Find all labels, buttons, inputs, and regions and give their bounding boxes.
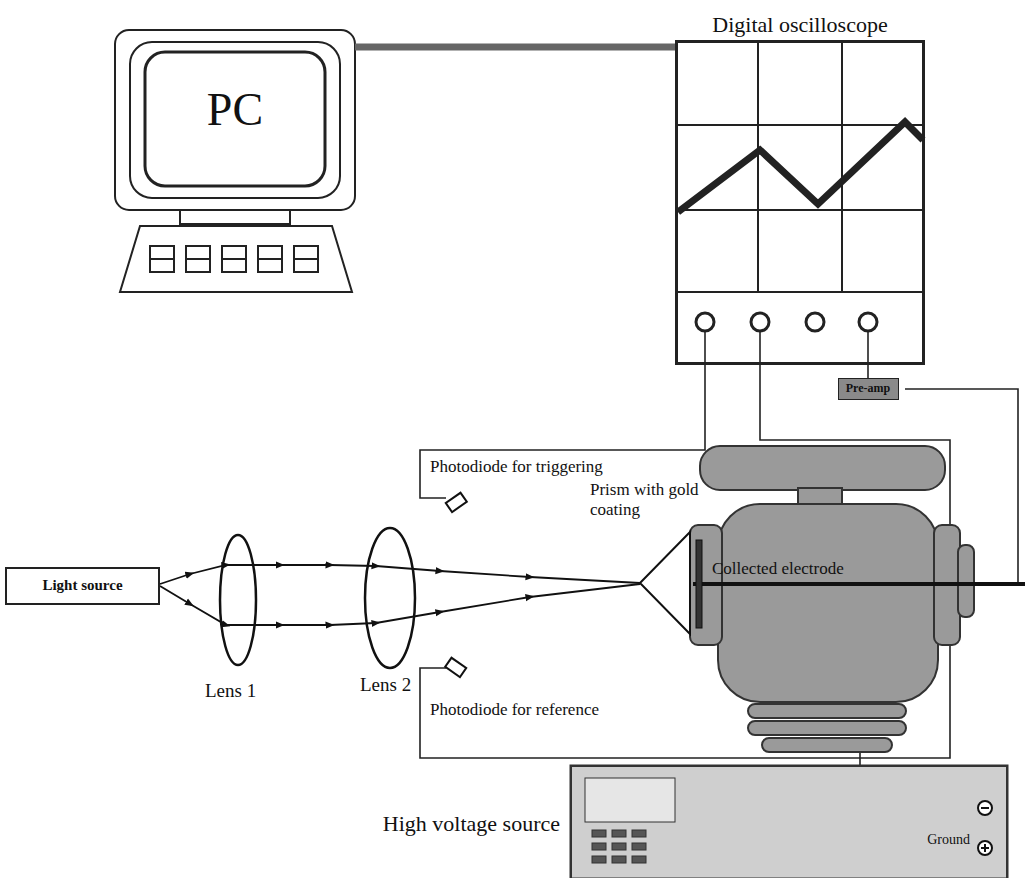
pc-keyboard (120, 226, 352, 292)
light-beam (160, 565, 640, 625)
preamp-box: Pre-amp (838, 378, 899, 400)
scope-channel (696, 313, 877, 331)
scope-waveform (678, 122, 923, 212)
hv-terminal (981, 807, 989, 809)
lens (220, 528, 415, 668)
signal-wire (420, 331, 1018, 808)
hv-source-body (592, 830, 606, 837)
photodiode (446, 493, 467, 512)
pc-monitor (130, 42, 340, 198)
vacuum-chamber (762, 738, 892, 752)
hv-source-body (570, 765, 1008, 878)
signal-wire (867, 331, 869, 365)
hv-terminal (978, 801, 992, 855)
pc-monitor (115, 30, 355, 224)
hv-source-body (632, 843, 646, 850)
pc-screen: PC (115, 30, 355, 210)
pc-monitor (180, 210, 290, 224)
lens-label: Lens 2 (360, 674, 411, 697)
electrode-label: Collected electrode (712, 559, 844, 579)
pc-monitor (115, 30, 355, 210)
hv-terminal (978, 841, 992, 855)
gold-prism (640, 532, 690, 634)
node-text: High voltage source (383, 811, 560, 836)
photodiode-label: Photodiode for triggering (430, 457, 603, 477)
oscilloscope-box: Digital oscilloscope (675, 40, 925, 365)
collector-electrode (696, 540, 702, 628)
scope-waveform (678, 122, 923, 212)
hv-source-body (612, 856, 626, 863)
node-text: Light source (42, 577, 122, 594)
vacuum-chamber (748, 721, 906, 735)
photodiode-label: Photodiode for reference (430, 700, 599, 720)
scope-grid (675, 40, 925, 292)
hv-terminal (981, 844, 989, 852)
data-cable (355, 44, 675, 51)
pc-keyboard (120, 226, 352, 292)
prism-label: Prism with gold coating (590, 480, 702, 521)
scope-channel (696, 313, 714, 331)
photodiode (445, 658, 466, 677)
hv-source-box: High voltage sourceGround (570, 765, 1008, 878)
signal-wire (420, 331, 705, 498)
photodiode (445, 493, 467, 677)
signal-wire (420, 331, 950, 758)
scope-channel (859, 313, 877, 331)
scope-channel (806, 313, 824, 331)
signal-wire (867, 365, 869, 378)
hv-source-body (585, 778, 675, 822)
pc-monitor (145, 52, 325, 186)
node-text: Pre-amp (846, 382, 890, 396)
collector-electrode (693, 582, 1025, 586)
vacuum-chamber (958, 545, 974, 617)
light-beam (160, 584, 640, 625)
scope-grid (675, 40, 925, 292)
lens (365, 528, 415, 668)
hv-terminal (978, 801, 992, 815)
light-beam (160, 565, 640, 584)
gold-prism (640, 532, 690, 634)
hv-source-body (632, 856, 646, 863)
node-text: Ground (927, 832, 970, 848)
lens-label: Lens 1 (205, 680, 256, 703)
vacuum-chamber (748, 704, 906, 718)
node-text: Digital oscilloscope (658, 12, 942, 37)
hv-source-body (612, 830, 626, 837)
pc-keyboard (150, 258, 318, 260)
vacuum-chamber (718, 504, 938, 702)
vacuum-chamber (690, 446, 974, 752)
hv-source-body (612, 843, 626, 850)
scope-channel (751, 313, 769, 331)
lens (220, 535, 256, 665)
collector-electrode (693, 540, 1025, 628)
light-source-box: Light source (5, 567, 160, 605)
vacuum-chamber (700, 446, 945, 490)
hv-source-body (570, 765, 1008, 878)
node-text: PC (207, 84, 263, 137)
hv-source-body (592, 843, 606, 850)
hv-source-body (592, 856, 606, 863)
hv-source-body (632, 830, 646, 837)
